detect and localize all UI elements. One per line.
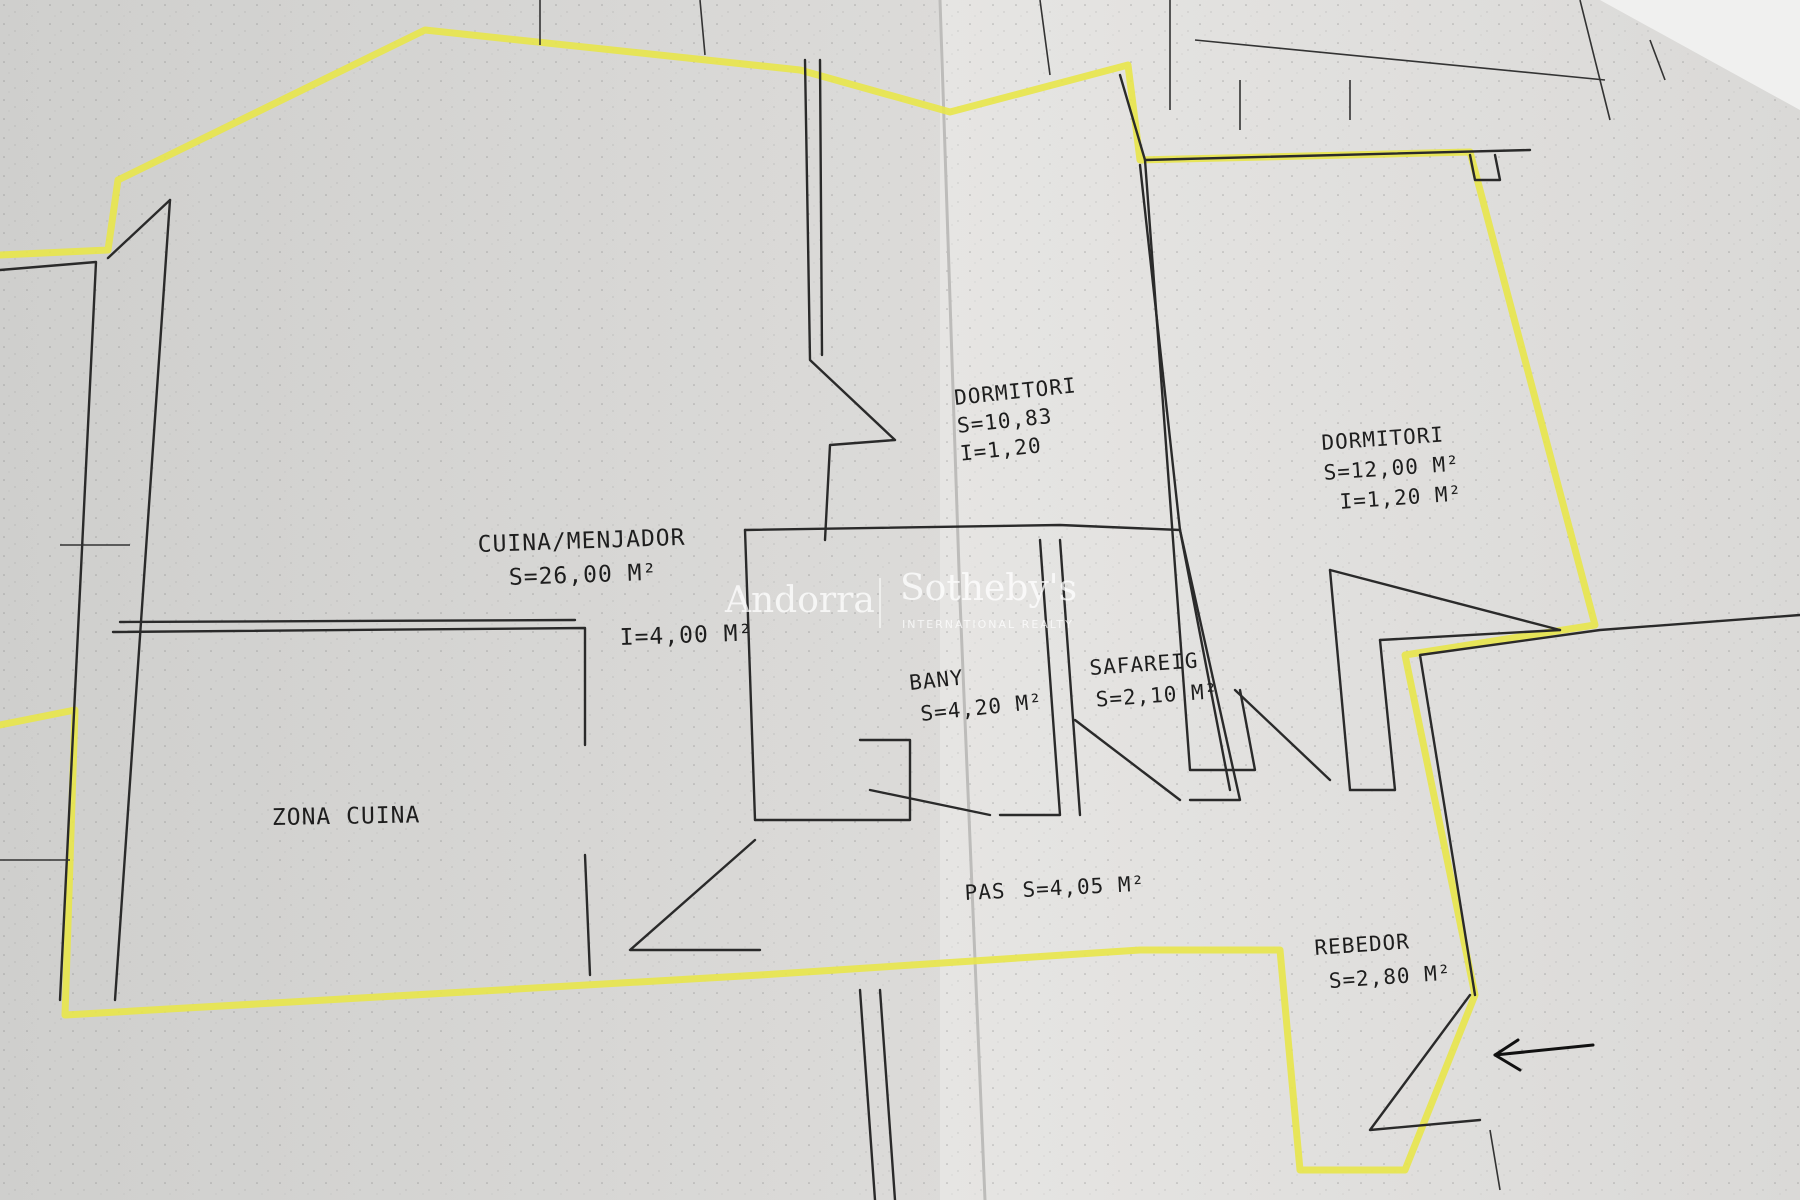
paper-top-edge xyxy=(1600,0,1800,110)
room-label-hall: PAS S=4,05 M² xyxy=(964,872,1146,905)
apartment-outline-highlight xyxy=(0,26,1599,1174)
watermark-andorra: Andorra xyxy=(724,580,875,621)
paper-fold xyxy=(938,0,987,1200)
room-label-bedroom-right: DORMITORI S=12,00 M² I=1,20 M² xyxy=(1321,422,1463,513)
entrance-arrow xyxy=(1493,1038,1595,1072)
watermark: Andorra Sotheby's INTERNATIONAL REALTY xyxy=(724,568,1077,631)
exterior-walls xyxy=(0,58,1800,1132)
watermark-international-realty: INTERNATIONAL REALTY xyxy=(902,618,1074,631)
watermark-sothebys: Sotheby's xyxy=(900,568,1077,609)
room-label-kitchen-dining: CUINA/MENJADOR S=26,00 M² xyxy=(477,525,686,591)
interior-walls xyxy=(0,0,1666,1200)
bathroom-name: BANY xyxy=(908,665,965,695)
kitchen-dining-area: S=26,00 M² xyxy=(508,560,657,591)
storage-area-label: I=4,00 M² xyxy=(619,620,753,651)
kitchen-zone-label: ZONA CUINA xyxy=(272,802,421,831)
hall-name: PAS xyxy=(964,879,1006,905)
